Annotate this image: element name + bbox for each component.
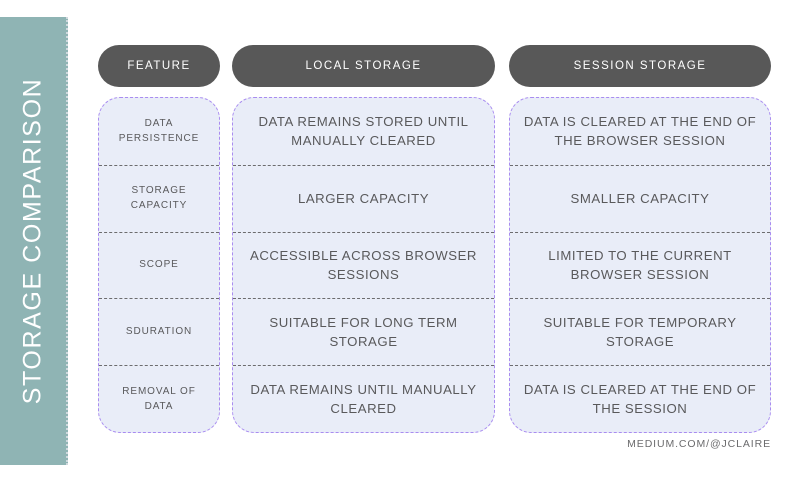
table-cell: SUITABLE FOR LONG TERM STORAGE <box>233 298 494 365</box>
cell-label: DATA IS CLEARED AT THE END OF THE SESSIO… <box>523 381 757 416</box>
table-cell: DATA REMAINS UNTIL MANUALLY CLEARED <box>233 365 494 432</box>
cell-label: DATA PERSISTENCE <box>118 118 200 145</box>
column-card-feature: DATA PERSISTENCE STORAGE CAPACITY SCOPE … <box>98 97 220 433</box>
cell-label: SMALLER CAPACITY <box>570 190 710 206</box>
footer-credit: MEDIUM.COM/@JCLAIRE <box>627 438 771 450</box>
cell-label: STORAGE CAPACITY <box>130 185 188 212</box>
comparison-table: FEATURE LOCAL STORAGE SESSION STORAGE DA… <box>96 0 800 480</box>
column-header-local-storage: LOCAL STORAGE <box>232 45 495 87</box>
table-cell: SDURATION <box>99 298 219 365</box>
column-header-feature: FEATURE <box>98 45 220 87</box>
cell-label: ACCESSIBLE ACROSS BROWSER SESSIONS <box>249 247 477 282</box>
column-card-local-storage: DATA REMAINS STORED UNTIL MANUALLY CLEAR… <box>232 97 495 433</box>
cell-label: LARGER CAPACITY <box>297 190 430 206</box>
cell-label: SCOPE <box>139 259 179 271</box>
vertical-title-bar: STORAGE COMPARISON <box>0 17 68 465</box>
cell-label: SUITABLE FOR LONG TERM STORAGE <box>269 314 458 349</box>
table-cell: SCOPE <box>99 231 219 299</box>
cell-label: DATA IS CLEARED AT THE END OF THE BROWSE… <box>523 114 757 149</box>
table-cell: REMOVAL OF DATA <box>99 365 219 432</box>
table-cell: DATA IS CLEARED AT THE END OF THE SESSIO… <box>510 365 770 432</box>
column-header-session-storage: SESSION STORAGE <box>509 45 771 87</box>
table-cell: SUITABLE FOR TEMPORARY STORAGE <box>510 298 770 365</box>
cell-label: SUITABLE FOR TEMPORARY STORAGE <box>543 314 737 349</box>
table-cell: LARGER CAPACITY <box>233 164 494 232</box>
table-cell: ACCESSIBLE ACROSS BROWSER SESSIONS <box>233 231 494 299</box>
cell-label: LIMITED TO THE CURRENT BROWSER SESSION <box>548 247 732 282</box>
column-card-session-storage: DATA IS CLEARED AT THE END OF THE BROWSE… <box>509 97 771 433</box>
table-cell: DATA REMAINS STORED UNTIL MANUALLY CLEAR… <box>233 98 494 165</box>
cell-label: REMOVAL OF DATA <box>122 385 196 412</box>
table-cell: DATA IS CLEARED AT THE END OF THE BROWSE… <box>510 98 770 165</box>
table-header-row: FEATURE LOCAL STORAGE SESSION STORAGE <box>96 45 800 87</box>
table-cell: SMALLER CAPACITY <box>510 164 770 232</box>
cell-label: DATA REMAINS STORED UNTIL MANUALLY CLEAR… <box>258 114 469 149</box>
cell-label: DATA REMAINS UNTIL MANUALLY CLEARED <box>250 381 477 416</box>
table-cell: STORAGE CAPACITY <box>99 164 219 232</box>
table-cell: DATA PERSISTENCE <box>99 98 219 165</box>
cell-label: SDURATION <box>125 326 193 338</box>
table-cell: LIMITED TO THE CURRENT BROWSER SESSION <box>510 231 770 299</box>
page-title: STORAGE COMPARISON <box>18 77 47 405</box>
